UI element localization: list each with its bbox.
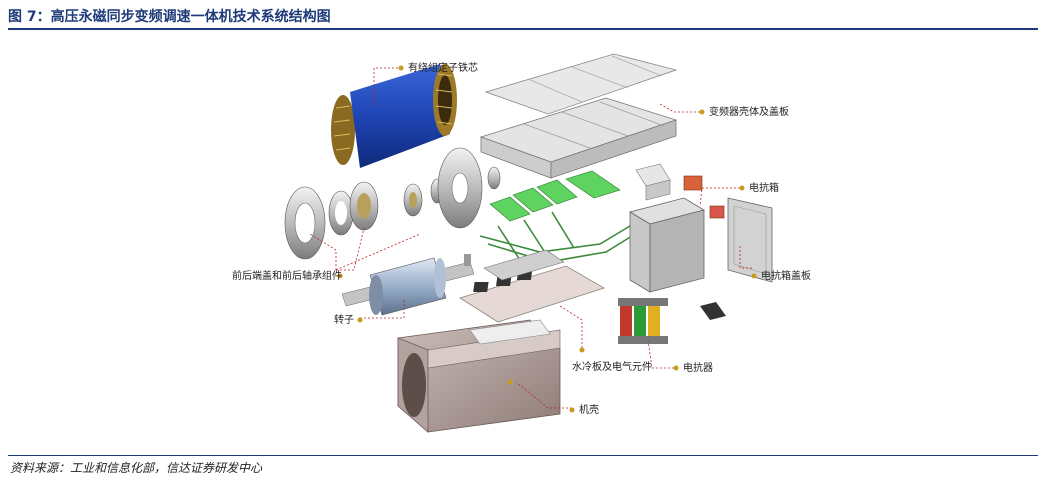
busbars bbox=[479, 211, 633, 263]
reactor-box bbox=[628, 197, 706, 293]
title-rule bbox=[8, 28, 1038, 30]
label-bearing-assembly: 前后端盖和前后轴承组件 bbox=[232, 269, 342, 282]
label-reactor-box-cover: 电抗箱盖板 bbox=[761, 269, 811, 282]
label-cooling-plate: 水冷板及电气元件 bbox=[572, 360, 652, 373]
figure-title: 图 7：高压永磁同步变频调速一体机技术系统结构图 bbox=[8, 9, 331, 25]
inverter-housing bbox=[479, 53, 678, 179]
stator-core bbox=[331, 64, 457, 168]
label-casing: 机壳 bbox=[579, 403, 599, 416]
rear-bearing-assembly bbox=[403, 147, 501, 229]
leader-lines bbox=[309, 67, 752, 409]
reactor bbox=[618, 298, 726, 344]
rotor bbox=[341, 254, 475, 316]
label-dots bbox=[337, 65, 757, 413]
label-stator: 有绕组定子铁芯 bbox=[408, 61, 478, 74]
power-modules bbox=[489, 170, 621, 222]
cooling-plate bbox=[459, 249, 605, 323]
exploded-diagram: 有绕组定子铁芯 变频器壳体及盖板 电抗箱 电抗箱盖板 前后端盖和前后轴承组件 转… bbox=[232, 53, 811, 433]
motor-casing bbox=[397, 319, 561, 433]
front-bearing-assembly bbox=[284, 181, 379, 260]
terminal-boxes bbox=[635, 163, 725, 219]
label-reactor: 电抗器 bbox=[683, 361, 713, 374]
label-inverter-housing: 变频器壳体及盖板 bbox=[709, 105, 789, 118]
source-note: 资料来源：工业和信息化部，信达证券研发中心 bbox=[10, 461, 263, 475]
reactor-box-cover bbox=[727, 197, 773, 283]
label-rotor: 转子 bbox=[334, 313, 354, 326]
label-reactor-box: 电抗箱 bbox=[749, 181, 779, 194]
source-rule bbox=[8, 455, 1038, 456]
